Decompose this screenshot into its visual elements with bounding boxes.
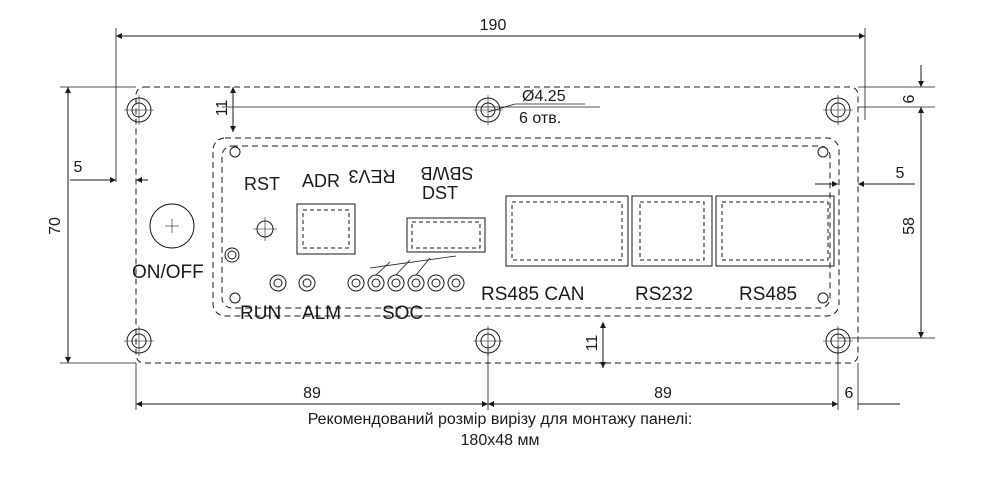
mounting-hole <box>473 95 503 125</box>
label-alm: ALM <box>302 303 341 324</box>
dim-edge-right: 6 <box>845 385 854 402</box>
mounting-hole <box>124 95 154 125</box>
panel-outline <box>135 86 859 364</box>
label-rs485-can: RS485 CAN <box>481 284 585 305</box>
label-rev: REV3 <box>348 166 395 186</box>
mounting-hole <box>823 95 853 125</box>
dim-half-right: 89 <box>654 385 672 402</box>
dim-inner-height: 58 <box>901 217 918 235</box>
dim-total-height: 70 <box>47 217 64 235</box>
dst-switch-block <box>406 217 486 253</box>
dim-total-width: 190 <box>480 17 507 34</box>
mounting-hole <box>473 326 503 356</box>
label-dst: DST <box>422 183 458 203</box>
hole-diameter: Ø4.25 <box>522 88 566 105</box>
dim-bottom-offset: 11 <box>584 335 601 352</box>
label-rs485: RS485 <box>739 284 797 305</box>
hole-count: 6 отв. <box>519 110 561 127</box>
alm-led-icon <box>298 274 316 292</box>
label-sbwb: SBWB <box>420 163 473 183</box>
rs232-port <box>631 195 713 267</box>
label-run: RUN <box>240 303 281 324</box>
caption-line-2: 180x48 мм <box>460 432 540 449</box>
dim-top-offset: 11 <box>214 100 231 117</box>
adr-switch-block <box>296 203 356 255</box>
inner-outline <box>212 137 840 317</box>
power-switch-icon <box>149 203 195 249</box>
dim-half-left: 89 <box>303 385 321 402</box>
run-led-icon <box>269 274 287 292</box>
soc-led-row <box>347 255 465 292</box>
rs485-can-port <box>505 195 629 267</box>
mounting-hole <box>823 326 853 356</box>
mounting-hole <box>124 326 154 356</box>
dim-edge-top: 6 <box>901 94 918 103</box>
label-rs232: RS232 <box>635 284 693 305</box>
label-soc: SOC <box>382 303 423 324</box>
dim-right-margin: 5 <box>896 165 905 182</box>
dim-left-margin: 5 <box>74 159 83 176</box>
label-adr: ADR <box>302 171 340 191</box>
label-on-off: ON/OFF <box>132 262 204 283</box>
rs485-port <box>715 195 835 267</box>
label-rst: RST <box>244 174 280 194</box>
caption-line-1: Рекомендований розмір вирізу для монтажу… <box>307 411 693 428</box>
